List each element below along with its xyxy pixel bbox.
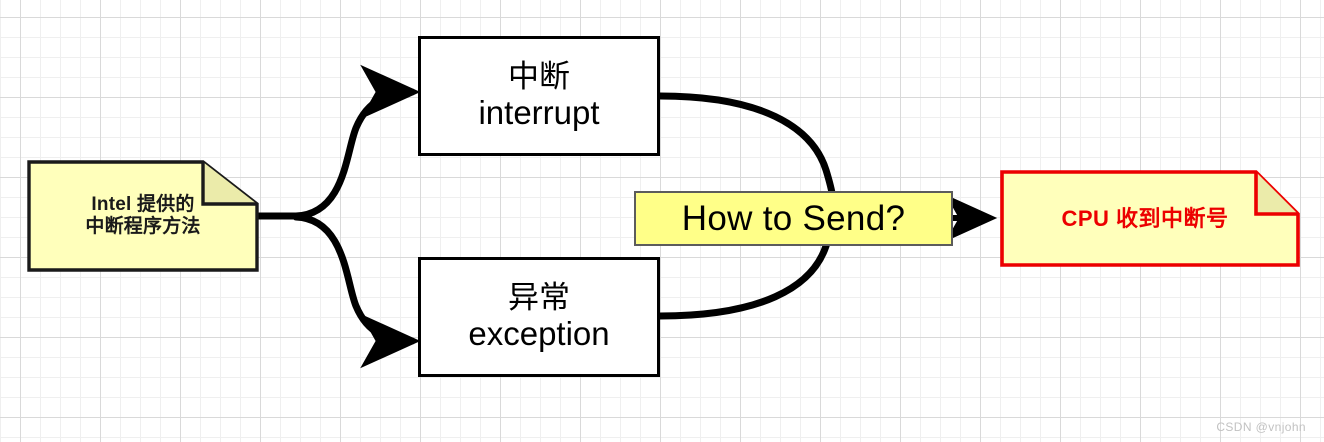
exception-box-line2: exception <box>468 314 610 352</box>
edge-intel-to-interrupt <box>292 64 421 220</box>
intel-note-shape <box>27 160 259 272</box>
cpu-note-label: CPU 收到中断号 <box>1000 170 1300 267</box>
node-howto-send-label[interactable]: How to Send? <box>634 191 953 246</box>
intel-note-line1: Intel 提供的 <box>91 193 195 215</box>
cpu-note-text: CPU 收到中断号 <box>1061 205 1229 231</box>
node-intel-note[interactable]: Intel 提供的 中断程序方法 <box>27 160 259 272</box>
cpu-note-shape <box>1000 170 1300 267</box>
intel-note-label: Intel 提供的 中断程序方法 <box>27 160 259 272</box>
edge-intel-to-exception <box>292 213 421 369</box>
node-cpu-note[interactable]: CPU 收到中断号 <box>1000 170 1300 267</box>
exception-box-line1: 异常 <box>508 280 570 316</box>
watermark: CSDN @vnjohn <box>1216 420 1306 434</box>
node-interrupt-box[interactable]: 中断 interrupt <box>418 36 660 156</box>
interrupt-box-line1: 中断 <box>508 59 570 95</box>
node-exception-box[interactable]: 异常 exception <box>418 257 660 377</box>
intel-note-line2: 中断程序方法 <box>85 216 201 237</box>
howto-send-text: How to Send? <box>681 198 906 238</box>
interrupt-box-line2: interrupt <box>478 93 600 131</box>
